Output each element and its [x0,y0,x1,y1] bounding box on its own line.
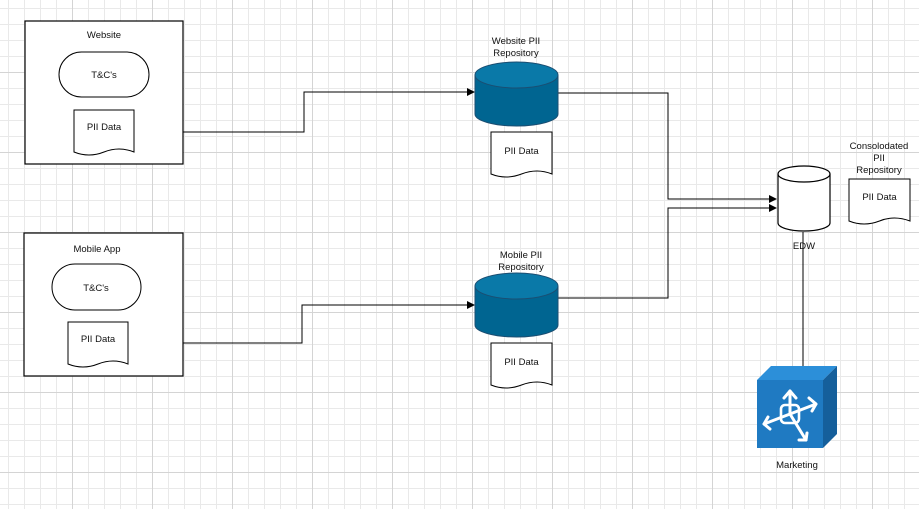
website-repo-cylinder[interactable] [474,75,559,127]
website-repository[interactable]: Website PII Repository PII Data [474,36,559,178]
website-pii-document[interactable] [73,109,135,156]
mobile-repo-label-line2: Repository [498,262,544,273]
mobile-repo-pii-label: PII Data [504,357,539,368]
website-repo-cylinder-top [474,61,559,89]
connector-mobile-to-repo[interactable] [128,301,475,344]
consolidated-label-line1: Consolodated [850,141,909,152]
website-pii-label: PII Data [87,122,122,133]
mobile-app-container[interactable]: Mobile App T&C's PII Data [23,232,184,377]
connector-mobile-repo-to-edw[interactable] [558,204,777,299]
website-terms-shape[interactable] [58,51,150,98]
mobile-repo-label-line1: Mobile PII [500,250,542,261]
consolidated-pii-label: PII Data [862,192,897,203]
marketing-label: Marketing [776,460,818,471]
marketing-cube-top [757,366,837,380]
mobile-repo-pii-document[interactable] [490,342,553,389]
website-terms-label: T&C's [91,70,117,81]
website-repo-label-line2: Repository [493,48,539,59]
connector-website-to-repo[interactable] [134,88,475,133]
mobile-repository[interactable]: Mobile PII Repository PII Data [474,250,559,389]
mobile-repo-cylinder[interactable] [474,286,559,338]
mobile-pii-label: PII Data [81,334,116,345]
marketing-node[interactable]: Marketing [757,366,837,471]
mobile-pii-document[interactable] [67,321,129,368]
consolidated-label-line3: Repository [856,165,902,176]
connector-website-repo-to-edw[interactable] [558,92,777,203]
mobile-terms-shape[interactable] [51,263,142,311]
mobile-repo-cylinder-top [474,272,559,300]
website-repo-pii-document[interactable] [490,131,553,178]
website-title: Website [87,30,121,41]
edw-database[interactable]: EDW [777,165,831,252]
consolidated-label-line2: PII [873,153,885,164]
website-container[interactable]: Website T&C's PII Data [24,20,184,165]
mobile-app-title: Mobile App [73,244,120,255]
edw-cylinder-top [777,165,831,183]
mobile-terms-label: T&C's [83,283,109,294]
edw-label: EDW [793,241,815,252]
consolidated-repository[interactable]: Consolodated PII Repository PII Data [848,141,911,225]
marketing-cube-side [823,366,837,448]
website-repo-pii-label: PII Data [504,146,539,157]
connectors [128,88,807,377]
consolidated-pii-document[interactable] [848,178,911,225]
website-repo-label-line1: Website PII [492,36,540,47]
edw-cylinder[interactable] [777,174,831,232]
routing-cube-icon [762,389,818,442]
